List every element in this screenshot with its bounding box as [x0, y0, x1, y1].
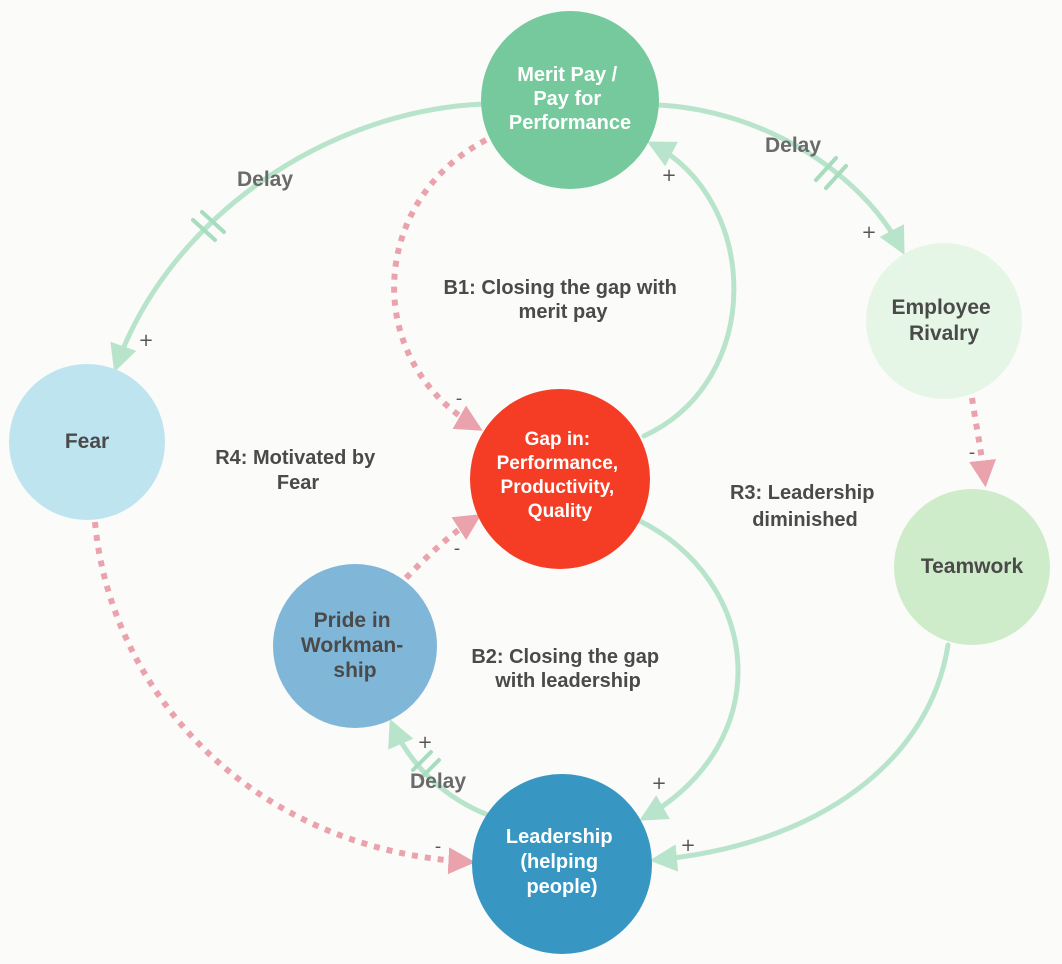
node-pride: [273, 564, 437, 728]
node-merit-pay-line-1: Merit Pay /: [517, 64, 617, 86]
polarity-merit-to-fear: +: [138, 330, 153, 351]
loop-r3-line-2: diminished: [752, 509, 858, 531]
delay-label-merit-fear: Delay: [237, 168, 293, 191]
link-teamwork-to-leadership: [649, 642, 951, 872]
loop-label-b2: B2: Closing the gap with leadership: [471, 646, 664, 692]
node-employee-rivalry-line-1: Employee: [891, 296, 990, 319]
node-gap-line-3: Productivity,: [501, 477, 615, 498]
node-merit-pay-label: Merit Pay / Pay for Performance: [509, 64, 631, 134]
node-gap-line-4: Quality: [528, 501, 593, 522]
link-pride-to-gap: [403, 514, 482, 581]
polarity-fear-to-leadership: -: [435, 836, 442, 857]
loop-b2-line-1: B2: Closing the gap: [471, 646, 659, 668]
link-gap-to-leadership: [635, 517, 741, 821]
node-fear-line-1: Fear: [65, 430, 109, 453]
polarity-pride-to-gap: -: [454, 538, 461, 559]
node-merit-pay: [481, 11, 659, 189]
delay-mark-merit-rivalry: [814, 156, 848, 190]
node-teamwork-line-1: Teamwork: [921, 555, 1024, 578]
link-merit-to-fear: [110, 101, 487, 373]
node-leadership-line-1: Leadership: [506, 826, 613, 848]
node-employee-rivalry-line-2: Rivalry: [909, 322, 979, 345]
node-merit-pay-line-2: Pay for: [533, 88, 601, 110]
node-pride-label: Pride in Workman- ship: [301, 609, 409, 682]
link-leadership-to-pride: [388, 718, 491, 818]
link-merit-to-rivalry: [655, 102, 905, 255]
loop-label-r4: R4: Motivated by Fear: [215, 447, 381, 494]
polarity-rivalry-to-teamwork: -: [969, 442, 976, 463]
loop-b1-line-1: B1: Closing the gap with: [444, 277, 677, 299]
node-pride-line-1: Pride in: [314, 609, 391, 632]
loop-label-b1: B1: Closing the gap with merit pay: [444, 277, 683, 323]
loop-r4-line-2: Fear: [277, 472, 319, 494]
link-gap-to-merit: [641, 141, 737, 439]
loop-b1-line-2: merit pay: [519, 301, 609, 323]
loop-b2-line-2: with leadership: [494, 670, 641, 692]
delay-label-leadership-pride: Delay: [410, 770, 466, 793]
polarity-merit-to-gap: -: [456, 388, 463, 409]
delay-mark-merit-fear: [191, 210, 226, 242]
node-leadership-line-2: (helping: [520, 851, 598, 873]
polarity-teamwork-to-leadership: +: [680, 835, 695, 856]
node-gap-line-1: Gap in:: [525, 429, 590, 450]
delay-label-merit-rivalry: Delay: [765, 134, 821, 157]
node-pride-line-3: ship: [333, 659, 376, 682]
polarity-leadership-to-pride: +: [417, 732, 432, 753]
polarity-gap-to-leadership: +: [651, 773, 666, 794]
node-fear: [9, 364, 165, 520]
node-employee-rivalry-label: Employee Rivalry: [891, 296, 996, 345]
polarity-merit-to-rivalry: +: [861, 222, 876, 243]
link-rivalry-to-teamwork: [969, 397, 997, 488]
node-fear-label: Fear: [65, 430, 109, 453]
node-leadership-line-3: people): [526, 876, 597, 898]
node-pride-line-2: Workman-: [301, 634, 403, 657]
node-employee-rivalry: [866, 243, 1022, 399]
node-merit-pay-line-3: Performance: [509, 112, 631, 134]
node-teamwork: [894, 489, 1050, 645]
node-teamwork-label: Teamwork: [921, 555, 1024, 578]
node-gap-line-2: Performance,: [497, 453, 618, 474]
node-gap-label: Gap in: Performance, Productivity, Quali…: [497, 429, 624, 522]
node-gap: [470, 389, 650, 569]
node-leadership-label: Leadership (helping people): [506, 826, 618, 898]
delay-mark-leadership-pride: [411, 750, 441, 780]
node-leadership: [472, 774, 652, 954]
loop-r3-line-1: R3: Leadership: [730, 482, 874, 504]
loop-label-r3: R3: Leadership diminished: [730, 482, 880, 531]
loop-r4-line-1: R4: Motivated by: [215, 447, 376, 469]
polarity-gap-to-merit: +: [661, 165, 676, 186]
link-merit-to-gap: [391, 137, 488, 431]
